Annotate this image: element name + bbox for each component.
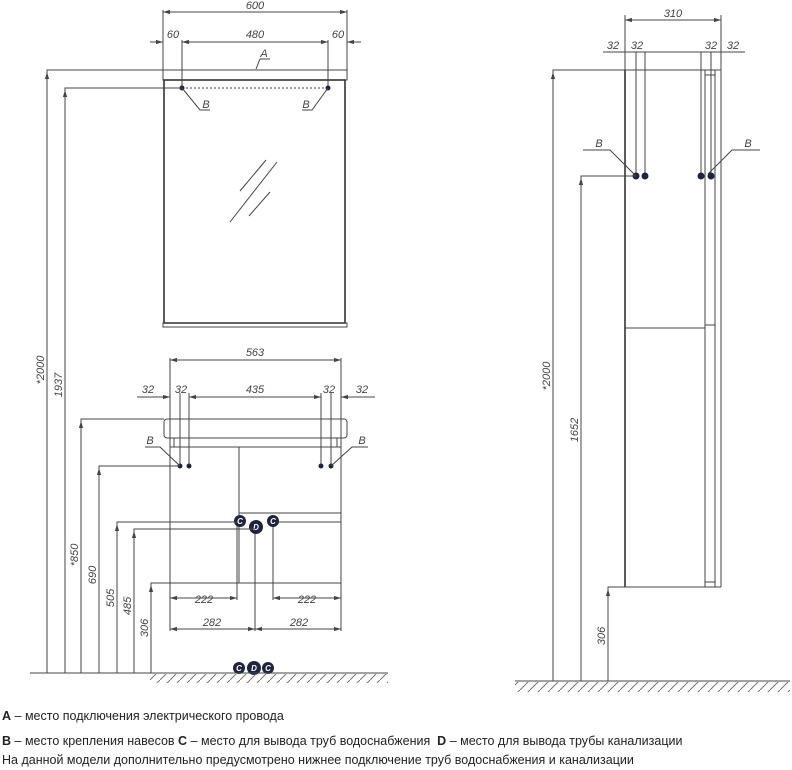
vanity <box>163 418 348 584</box>
dim-vanity-32: 32 <box>356 384 368 396</box>
dim-mirror-center: 480 <box>246 29 265 41</box>
legend-text-c: – место для вывода труб водоснабжения <box>190 734 431 748</box>
drain-marker: D <box>249 520 263 534</box>
svg-text:D: D <box>251 664 257 673</box>
dim-mirror-width: 600 <box>246 0 265 12</box>
legend-key-a: A <box>2 709 12 723</box>
label-b: B <box>744 138 751 150</box>
legend-text-a: – место подключения электрического прово… <box>14 709 284 723</box>
mirror <box>162 69 348 328</box>
dim-282-right: 282 <box>289 617 308 629</box>
dim-side-hooks: 1652 <box>569 418 581 442</box>
glass-reflection-icon <box>229 159 278 223</box>
label-b: B <box>358 435 365 447</box>
hook-point <box>641 172 649 180</box>
dim-total-height: *2000 <box>35 355 47 385</box>
label-b: B <box>202 99 209 111</box>
dim-vanity-hooks: 690 <box>87 565 99 584</box>
legend-note: На данной модели дополнительно предусмот… <box>2 753 634 767</box>
dim-vanity-32: 32 <box>175 384 187 396</box>
floor-hatch <box>150 674 388 683</box>
front-view: 600 60 480 60 A B B 563 <box>30 0 388 683</box>
dim-282-left: 282 <box>202 617 221 629</box>
dim-side-32: 32 <box>631 40 643 52</box>
dim-side-32: 32 <box>607 40 619 52</box>
dim-sink-top: *850 <box>69 543 81 567</box>
dim-side-bottom: 306 <box>596 626 608 645</box>
label-a: A <box>259 48 267 60</box>
dim-water-height: 505 <box>105 588 117 607</box>
dim-side-total-height: *2000 <box>541 361 553 391</box>
svg-text:C: C <box>236 664 242 673</box>
legend-key-d: D <box>437 734 447 748</box>
hook-point <box>697 172 705 180</box>
legend-bcd: B – место крепления навесов C – место дл… <box>2 734 682 748</box>
dim-mirror-hooks: 1937 <box>53 372 65 397</box>
dim-depth: 310 <box>664 8 683 20</box>
tall-cabinet-side <box>624 69 722 588</box>
svg-text:C: C <box>265 664 271 673</box>
hook-point <box>707 172 715 180</box>
svg-text:C: C <box>270 517 276 526</box>
label-b: B <box>302 99 309 111</box>
technical-drawing: 600 60 480 60 A B B 563 <box>30 0 790 692</box>
water-supply-marker: C <box>267 515 279 527</box>
dim-mirror-right-margin: 60 <box>332 29 345 41</box>
dim-vanity-width: 563 <box>246 347 265 359</box>
dim-drain-height: 485 <box>122 596 134 615</box>
legend-key-b: B <box>2 734 12 748</box>
dim-side-32: 32 <box>727 40 739 52</box>
label-b: B <box>595 138 602 150</box>
dim-222-left: 222 <box>194 594 213 606</box>
dim-mirror-left-margin: 60 <box>167 29 180 41</box>
legend-a: A – место подключения электрического про… <box>2 709 284 723</box>
svg-text:D: D <box>253 523 259 532</box>
water-supply-marker: C <box>234 515 246 527</box>
dim-222-right: 222 <box>297 594 316 606</box>
bottom-connection-markers: C C D <box>233 661 274 675</box>
svg-text:C: C <box>237 517 243 526</box>
legend-text-d: – место для вывода трубы канализации <box>449 734 683 748</box>
dim-bottom-height: 306 <box>139 618 151 637</box>
legend-key-c: C <box>178 734 188 748</box>
hook-point <box>186 463 192 469</box>
hook-point <box>318 463 324 469</box>
floor-hatch <box>515 682 790 692</box>
side-view: 310 32 32 32 32 B B *2000 1652 306 <box>515 8 790 692</box>
legend-text-b: – место крепления навесов <box>14 734 175 748</box>
dim-vanity-32: 32 <box>142 384 154 396</box>
dim-vanity-32: 32 <box>323 384 335 396</box>
label-b: B <box>146 435 153 447</box>
dim-vanity-435: 435 <box>246 384 265 396</box>
dim-side-32: 32 <box>705 40 717 52</box>
